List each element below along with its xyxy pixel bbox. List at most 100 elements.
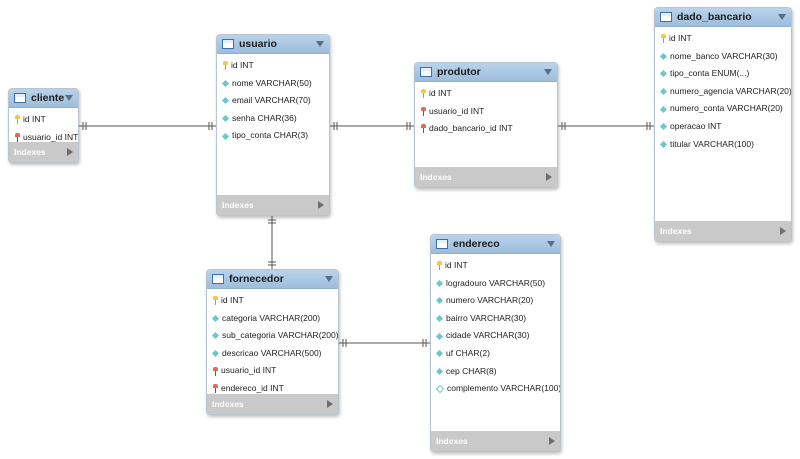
expand-arrow-icon[interactable] — [549, 437, 555, 445]
column-row[interactable]: senha CHAR(36) — [217, 110, 329, 128]
column-label: operacao INT — [670, 120, 722, 131]
column-label: complemento VARCHAR(100) — [447, 383, 561, 394]
entity-header[interactable]: endereco — [431, 235, 560, 254]
entity-title: cliente — [31, 92, 65, 104]
column-label: titular VARCHAR(100) — [670, 138, 754, 149]
column-row[interactable]: usuario_id INT — [9, 129, 78, 147]
column-row[interactable]: cidade VARCHAR(30) — [431, 327, 560, 345]
table-icon — [436, 239, 448, 249]
column-diamond-icon — [659, 105, 668, 113]
entity-title: usuario — [239, 38, 277, 50]
column-row[interactable]: usuario_id INT — [415, 103, 557, 121]
column-row[interactable]: logradouro VARCHAR(50) — [431, 275, 560, 293]
column-row[interactable]: tipo_conta CHAR(3) — [217, 127, 329, 145]
indexes-section[interactable]: Indexes — [415, 167, 557, 187]
column-diamond-icon — [659, 52, 668, 60]
column-label: tipo_conta CHAR(3) — [232, 130, 309, 141]
column-row[interactable]: titular VARCHAR(100) — [655, 136, 791, 154]
column-label: cep CHAR(8) — [446, 365, 497, 376]
foreign-key-icon — [15, 132, 20, 142]
indexes-section[interactable]: Indexes — [207, 394, 338, 414]
indexes-section[interactable]: Indexes — [217, 195, 329, 215]
entity-title: dado_bancario — [677, 11, 752, 23]
column-row[interactable]: numero VARCHAR(20) — [431, 292, 560, 310]
indexes-section[interactable]: Indexes — [9, 142, 78, 162]
column-label: numero VARCHAR(20) — [446, 295, 534, 306]
column-diamond-icon — [435, 279, 444, 287]
column-label: endereco_id INT — [221, 382, 284, 393]
expand-arrow-icon[interactable] — [546, 173, 552, 181]
primary-key-icon — [421, 89, 426, 99]
column-row[interactable]: sub_categoria VARCHAR(200) — [207, 327, 338, 345]
column-row[interactable]: categoria VARCHAR(200) — [207, 310, 338, 328]
column-row[interactable]: tipo_conta ENUM(...) — [655, 65, 791, 83]
column-row[interactable]: cep CHAR(8) — [431, 363, 560, 381]
column-row[interactable]: numero_agencia VARCHAR(20) — [655, 83, 791, 101]
column-label: id INT — [445, 260, 468, 270]
column-row[interactable]: nome_banco VARCHAR(30) — [655, 48, 791, 66]
column-diamond-icon — [221, 132, 230, 140]
foreign-key-icon — [421, 124, 426, 134]
expand-arrow-icon[interactable] — [67, 148, 73, 156]
column-row[interactable]: nome VARCHAR(50) — [217, 75, 329, 93]
collapse-arrow-icon[interactable] — [544, 69, 552, 75]
expand-arrow-icon[interactable] — [318, 201, 324, 209]
table-icon — [660, 12, 672, 22]
column-row[interactable]: dado_bancario_id INT — [415, 120, 557, 138]
column-row[interactable]: id INT — [431, 257, 560, 275]
expand-arrow-icon[interactable] — [327, 400, 333, 408]
column-label: usuario_id INT — [429, 105, 485, 116]
entity-header[interactable]: cliente — [9, 89, 78, 108]
entity-title: produtor — [437, 66, 481, 78]
column-row[interactable]: complemento VARCHAR(100) — [431, 380, 560, 398]
indexes-section[interactable]: Indexes — [431, 431, 560, 451]
indexes-section[interactable]: Indexes — [655, 221, 791, 241]
indexes-label: Indexes — [420, 172, 452, 182]
column-row[interactable]: bairro VARCHAR(30) — [431, 310, 560, 328]
collapse-arrow-icon[interactable] — [65, 95, 73, 101]
column-diamond-icon — [221, 79, 230, 87]
column-label: id INT — [221, 295, 244, 305]
column-label: categoria VARCHAR(200) — [222, 312, 321, 323]
collapse-arrow-icon[interactable] — [325, 276, 333, 282]
column-label: usuario_id INT — [221, 365, 277, 376]
column-row[interactable]: id INT — [415, 85, 557, 103]
entity-endereco[interactable]: endereco id INT logradouro VARCHAR(50) num… — [430, 234, 561, 452]
column-diamond-icon — [435, 350, 444, 358]
collapse-arrow-icon[interactable] — [547, 241, 555, 247]
entity-header[interactable]: produtor — [415, 63, 557, 82]
column-row[interactable]: id INT — [207, 292, 338, 310]
column-diamond-icon — [435, 297, 444, 305]
entity-header[interactable]: usuario — [217, 35, 329, 54]
primary-key-icon — [661, 34, 666, 44]
column-diamond-icon — [221, 97, 230, 105]
column-row[interactable]: endereco_id INT — [207, 380, 338, 398]
foreign-key-icon — [213, 384, 218, 394]
entity-produtor[interactable]: produtor id INT usuario_id INT dado_bancar… — [414, 62, 558, 188]
column-diamond-icon — [221, 115, 230, 123]
collapse-arrow-icon[interactable] — [778, 14, 786, 20]
entity-header[interactable]: dado_bancario — [655, 8, 791, 27]
column-label: nome VARCHAR(50) — [232, 77, 312, 88]
column-row[interactable]: operacao INT — [655, 118, 791, 136]
column-row[interactable]: id INT — [9, 111, 78, 129]
primary-key-icon — [223, 61, 228, 71]
column-row[interactable]: usuario_id INT — [207, 362, 338, 380]
column-row[interactable]: numero_conta VARCHAR(20) — [655, 100, 791, 118]
column-row[interactable]: email VARCHAR(70) — [217, 92, 329, 110]
column-row[interactable]: id INT — [655, 30, 791, 48]
column-row[interactable]: id INT — [217, 57, 329, 75]
column-row[interactable]: uf CHAR(2) — [431, 345, 560, 363]
entity-fornecedor[interactable]: fornecedor id INT categoria VARCHAR(200) s… — [206, 269, 339, 415]
column-label: tipo_conta ENUM(...) — [670, 68, 750, 79]
entity-header[interactable]: fornecedor — [207, 270, 338, 289]
expand-arrow-icon[interactable] — [780, 227, 786, 235]
entity-usuario[interactable]: usuario id INT nome VARCHAR(50) email VARC… — [216, 34, 330, 216]
column-row[interactable]: descricao VARCHAR(500) — [207, 345, 338, 363]
column-list: id INT categoria VARCHAR(200) sub_categori… — [207, 289, 338, 398]
collapse-arrow-icon[interactable] — [316, 41, 324, 47]
